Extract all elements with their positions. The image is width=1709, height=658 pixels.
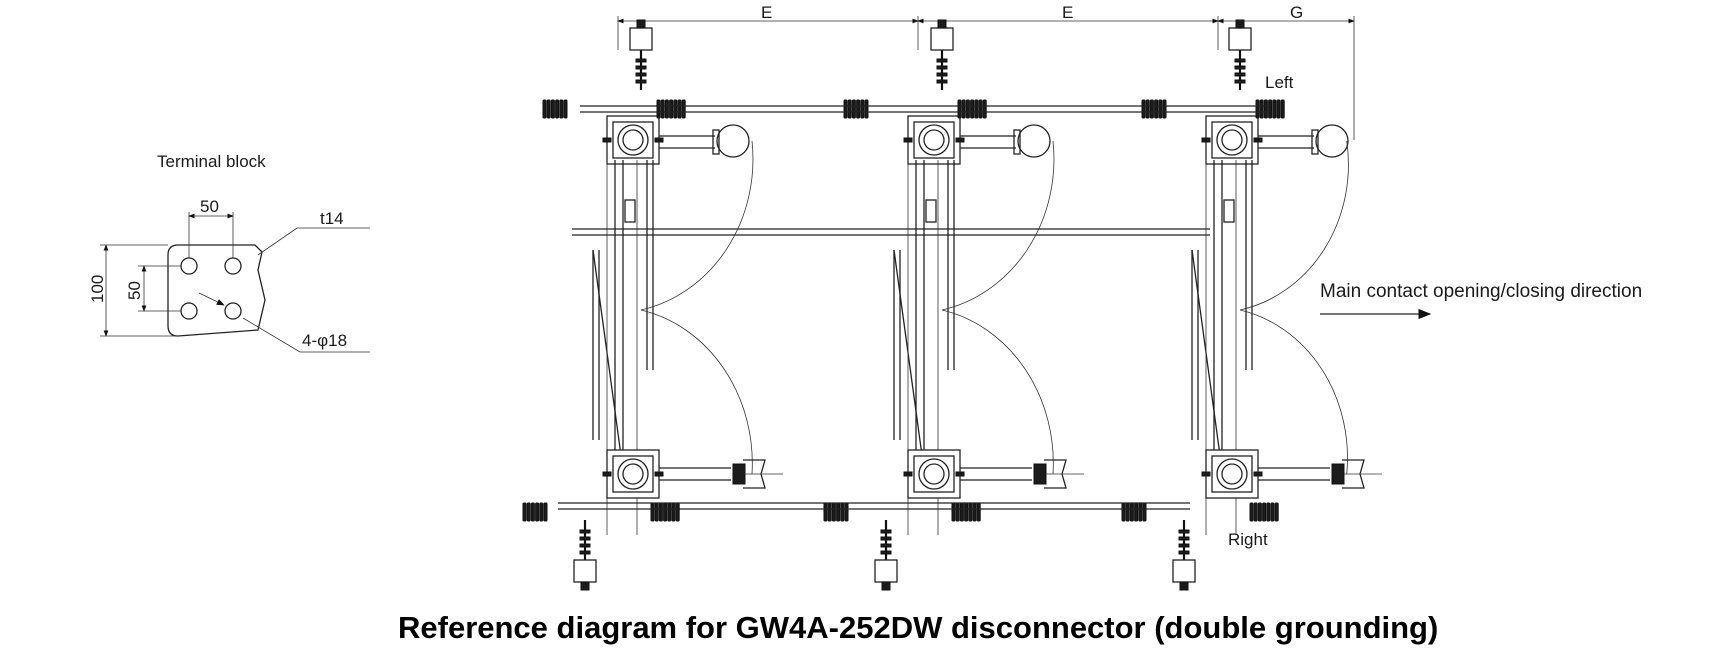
diagram-caption: Reference diagram for GW4A-252DW disconn… <box>398 610 1438 645</box>
right-label: Right <box>1228 530 1268 549</box>
thickness-label: t14 <box>320 209 344 228</box>
left-label: Left <box>1265 73 1294 92</box>
pole-assembly-3 <box>1121 19 1382 591</box>
holes-label: 4-φ18 <box>302 331 347 350</box>
dim-g: G <box>1290 3 1303 22</box>
dim-e-2: E <box>1062 3 1073 22</box>
terminal-block-detail: Terminal block 50 100 50 t14 4-φ18 <box>88 152 370 353</box>
pole-assembly-1 <box>522 19 783 591</box>
overall-dimensions: E E G <box>617 3 1355 140</box>
dim-100-vertical: 100 <box>88 275 107 303</box>
dim-50-vertical: 50 <box>125 281 144 300</box>
dim-e-1: E <box>761 3 772 22</box>
direction-label: Main contact opening/closing direction <box>1320 281 1642 302</box>
dim-50-horizontal: 50 <box>200 197 219 216</box>
terminal-block-title: Terminal block <box>157 152 266 171</box>
connecting-rods <box>558 105 1270 510</box>
